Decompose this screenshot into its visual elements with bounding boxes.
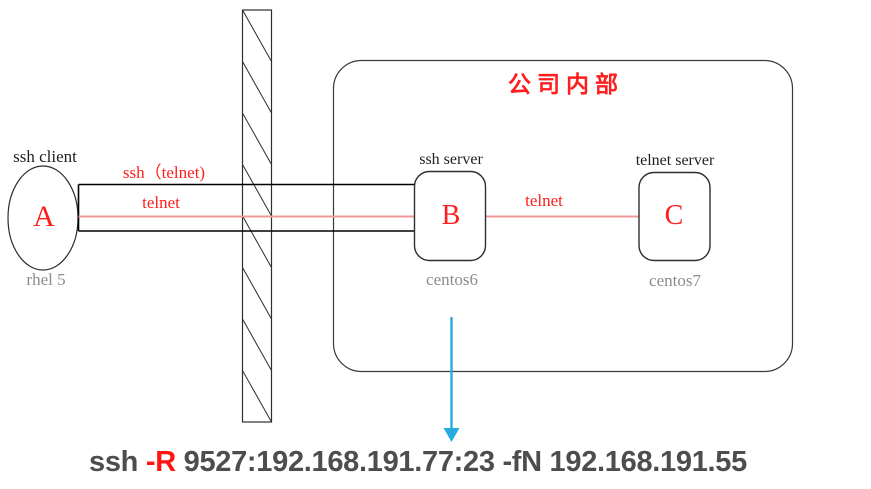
client-node-letter: A [33,200,55,233]
ssh-server-os-label: centos6 [426,270,478,289]
telnet-server-os-label: centos7 [649,271,701,290]
down-arrow [443,317,460,442]
client-role-label: ssh client [13,147,77,166]
company-zone-title: 公司内部 [508,72,624,97]
ssh-command-text: ssh -R 9527:192.168.191.77:23 -fN 192.16… [89,446,747,479]
ssh-command-suffix: 9527:192.168.191.77:23 -fN 192.168.191.5… [175,446,748,478]
tunnel-inner-telnet-label: telnet [142,193,180,212]
client-os-label: rhel 5 [26,270,66,289]
telnet-server-node-box [638,171,711,262]
telnet-server-node-letter: C [664,200,684,231]
ssh-server-node-box [413,170,487,262]
telnet-b-to-c-label: telnet [525,191,563,210]
ssh-server-node-letter: B [441,200,461,231]
ssh-command-flag: -R [145,446,176,478]
ssh-command-prefix: ssh [89,446,146,478]
ssh-server-role-label: ssh server [419,151,483,168]
ssh-tunnel-channel [77,183,415,232]
tunnel-protocol-label: ssh（telnet) [122,163,206,182]
telnet-server-role-label: telnet server [635,152,715,169]
